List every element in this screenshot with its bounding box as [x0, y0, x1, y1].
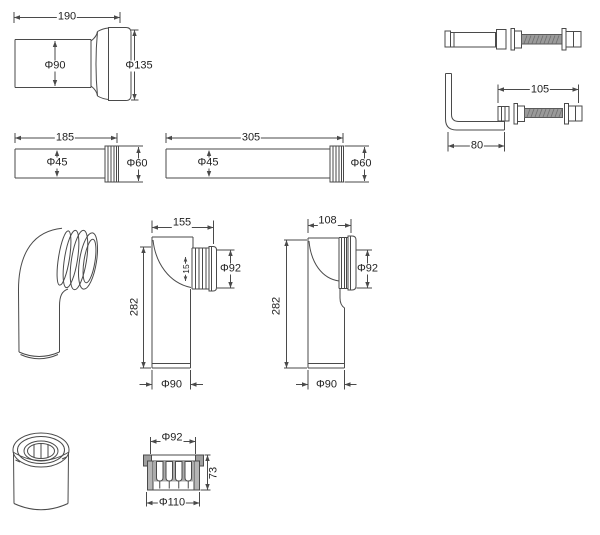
dim-label-elbow-short-socket-dia: Φ92	[355, 262, 380, 275]
dim-label-pipe305-socket-dia: Φ60	[349, 157, 373, 169]
dim-label-elbow-long-outlet-dia: Φ90	[159, 378, 184, 390]
dim-label-elbow-long-socket-depth: 15	[180, 263, 191, 275]
dim-label-seal-bottom-dia: Φ110	[157, 496, 187, 509]
elbow-short-drawing	[284, 219, 372, 390]
dim-label-connector-flange-dia: Φ135	[124, 59, 154, 72]
dim-label-bracket-width: 80	[469, 139, 485, 152]
dim-label-pipe185-length: 185	[54, 131, 76, 144]
dim-label-pipe305-body-dia: Φ45	[196, 156, 220, 169]
dim-label-bolt-length: 105	[529, 83, 551, 95]
dim-label-pipe185-socket-dia: Φ60	[125, 157, 149, 169]
fixing-kit-drawing	[444, 28, 583, 152]
extension-pipe-short-drawing	[14, 133, 143, 183]
dim-label-elbow-long-socket-dia: Φ92	[218, 262, 243, 275]
dim-label-pipe185-body-dia: Φ45	[45, 156, 69, 169]
dim-label-connector-body-dia: Φ90	[43, 59, 67, 72]
dim-label-seal-height: 73	[207, 465, 219, 480]
dim-label-elbow-short-outlet-dia: Φ90	[314, 378, 339, 390]
dim-label-seal-top-dia: Φ92	[160, 431, 184, 443]
pan-connector-drawing	[13, 12, 139, 101]
elbow-long-drawing	[139, 220, 235, 390]
seal-insert-drawing	[143, 437, 211, 507]
dim-label-elbow-long-height: 282	[128, 296, 141, 318]
dim-label-connector-length: 190	[56, 10, 78, 23]
dim-label-elbow-short-height: 282	[270, 295, 283, 317]
dim-label-pipe305-length: 305	[240, 131, 262, 143]
elbow-pictorial-drawing	[17, 227, 99, 360]
dim-label-elbow-long-width: 155	[171, 216, 193, 228]
dim-label-elbow-short-width: 108	[317, 214, 338, 226]
extension-pipe-long-drawing	[165, 133, 369, 183]
seal-ring-pictorial-drawing	[12, 432, 70, 511]
